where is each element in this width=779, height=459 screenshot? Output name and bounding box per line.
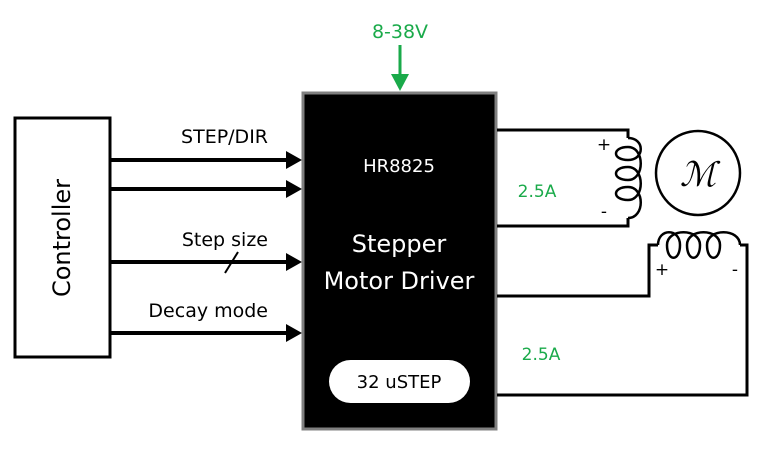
controller-box	[13, 116, 112, 359]
coil-b-current: 2.5A	[522, 345, 561, 365]
motor: ℳ	[654, 129, 742, 217]
coil-b-left-wire	[497, 243, 658, 298]
coil-b-plus: +	[655, 260, 669, 280]
coil-a-current: 2.5A	[518, 182, 557, 202]
controller-block: Controller	[13, 116, 112, 359]
coil-b-right-wire	[497, 243, 749, 397]
coil-a-inductor-icon	[614, 136, 642, 220]
microstep-badge	[329, 360, 470, 403]
motor-symbol-icon: ℳ	[680, 155, 721, 195]
driver-title-line1: Stepper	[352, 230, 447, 258]
coil-a-top-wire	[497, 128, 630, 138]
driver-title-line2: Motor Driver	[324, 267, 475, 295]
controller-label: Controller	[48, 179, 76, 297]
microstep-badge-label: 32 uSTEP	[357, 372, 442, 393]
decay-arrowhead-icon	[286, 324, 302, 342]
coil-a-wiring: + - 2.5A	[497, 128, 642, 228]
power-arrowhead-icon	[391, 74, 409, 91]
motor-circle	[654, 129, 742, 217]
power-input: 8-38V	[372, 21, 428, 91]
coil-b-wiring: + - 2.5A	[497, 231, 749, 397]
step-arrowhead-icon	[286, 151, 302, 169]
step-dir-label: STEP/DIR	[181, 126, 268, 148]
bus-slash-icon	[224, 251, 239, 274]
decay-mode-label: Decay mode	[148, 300, 268, 322]
coil-b-inductor-icon	[656, 231, 742, 259]
coil-a-plus: +	[597, 135, 611, 155]
coil-a-minus: -	[601, 202, 607, 222]
driver-block: HR8825 Stepper Motor Driver 32 uSTEP	[301, 91, 498, 431]
signal-lines: STEP/DIR Step size Decay mode	[110, 126, 302, 342]
step-size-label: Step size	[182, 229, 268, 251]
dir-arrowhead-icon	[286, 180, 302, 198]
coil-a-bottom-wire	[497, 218, 630, 228]
driver-chip-label: HR8825	[363, 156, 435, 177]
step-size-arrowhead-icon	[286, 253, 302, 271]
coil-b-minus: -	[732, 260, 738, 280]
power-voltage-label: 8-38V	[372, 21, 428, 43]
